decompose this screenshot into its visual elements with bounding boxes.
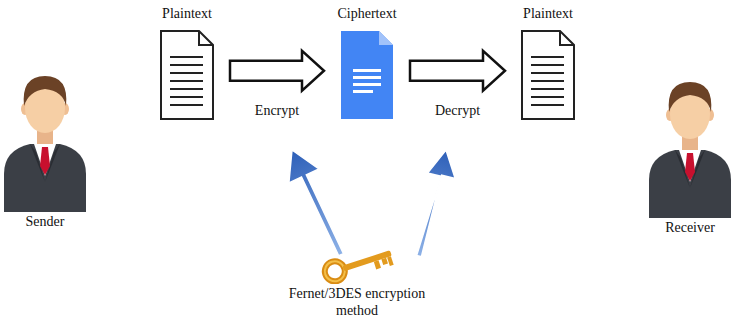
key-icon xyxy=(317,240,397,284)
role-label: Receiver xyxy=(665,220,715,237)
ciphertext-document: Ciphertext xyxy=(317,6,417,121)
sender-figure: Sender xyxy=(0,62,90,231)
edge-label: Encrypt xyxy=(253,103,301,119)
plaintext-document: Plaintext xyxy=(137,6,237,121)
document-label: Plaintext xyxy=(523,6,573,23)
key-method: Fernet/3DES encryption method xyxy=(287,240,427,320)
receiver-figure: Receiver xyxy=(645,68,735,237)
block-arrow xyxy=(410,51,505,91)
document-label: Ciphertext xyxy=(337,6,396,23)
edge-label: Decrypt xyxy=(433,103,482,119)
encrypted-document-icon xyxy=(339,29,395,121)
key-arrow xyxy=(417,150,456,257)
plaintext-document: Plaintext xyxy=(498,6,598,121)
method-label: Fernet/3DES encryption method xyxy=(287,286,427,320)
document-icon xyxy=(520,29,576,121)
document-icon xyxy=(159,29,215,121)
role-label: Sender xyxy=(26,214,65,231)
person-icon xyxy=(0,62,90,212)
document-label: Plaintext xyxy=(162,6,212,23)
person-icon xyxy=(645,68,735,218)
key-arrow xyxy=(289,150,344,256)
block-arrow xyxy=(230,51,324,91)
